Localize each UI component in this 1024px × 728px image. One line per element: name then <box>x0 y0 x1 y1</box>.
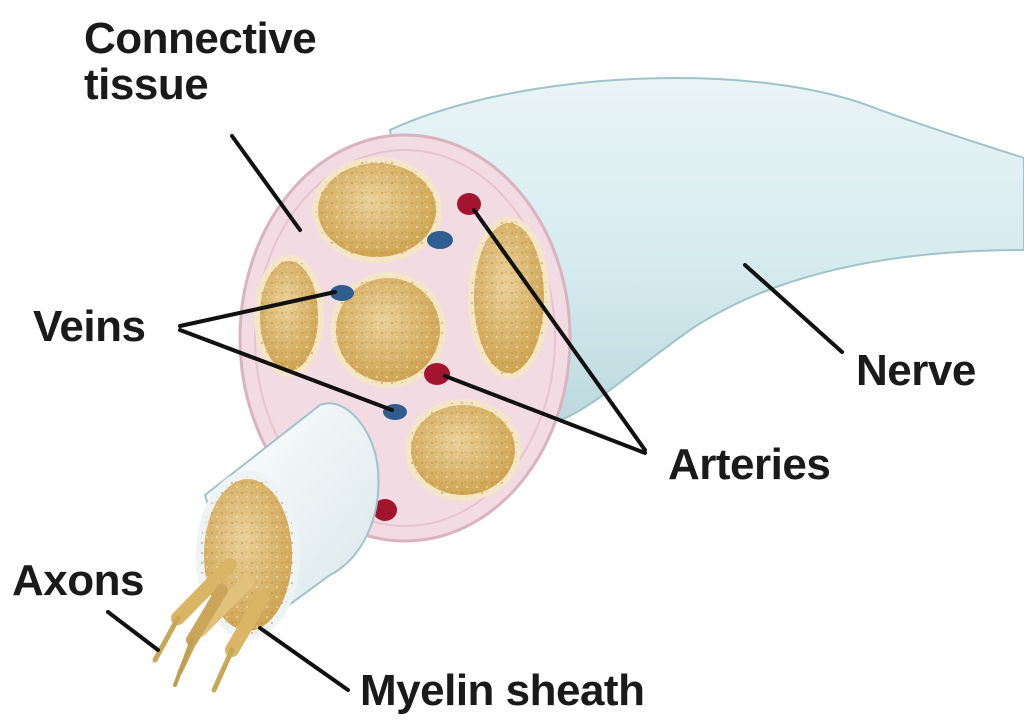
axons-leader <box>108 612 158 650</box>
connective-tissue-label-line2: tissue <box>84 62 316 108</box>
arteries-label: Arteries <box>668 442 830 488</box>
connective-tissue-label-line1: Connective <box>84 16 316 62</box>
myelin-sheath-label: Myelin sheath <box>360 668 644 714</box>
myelin-sheath-leader <box>260 628 348 690</box>
vein <box>427 231 453 249</box>
connective-tissue-label: Connective tissue <box>84 16 316 108</box>
artery <box>424 363 450 385</box>
axons <box>155 565 262 690</box>
connective-tissue-leader <box>232 136 300 230</box>
veins-label: Veins <box>33 304 145 350</box>
axons-label: Axons <box>12 558 144 604</box>
nerve-label: Nerve <box>856 348 976 394</box>
